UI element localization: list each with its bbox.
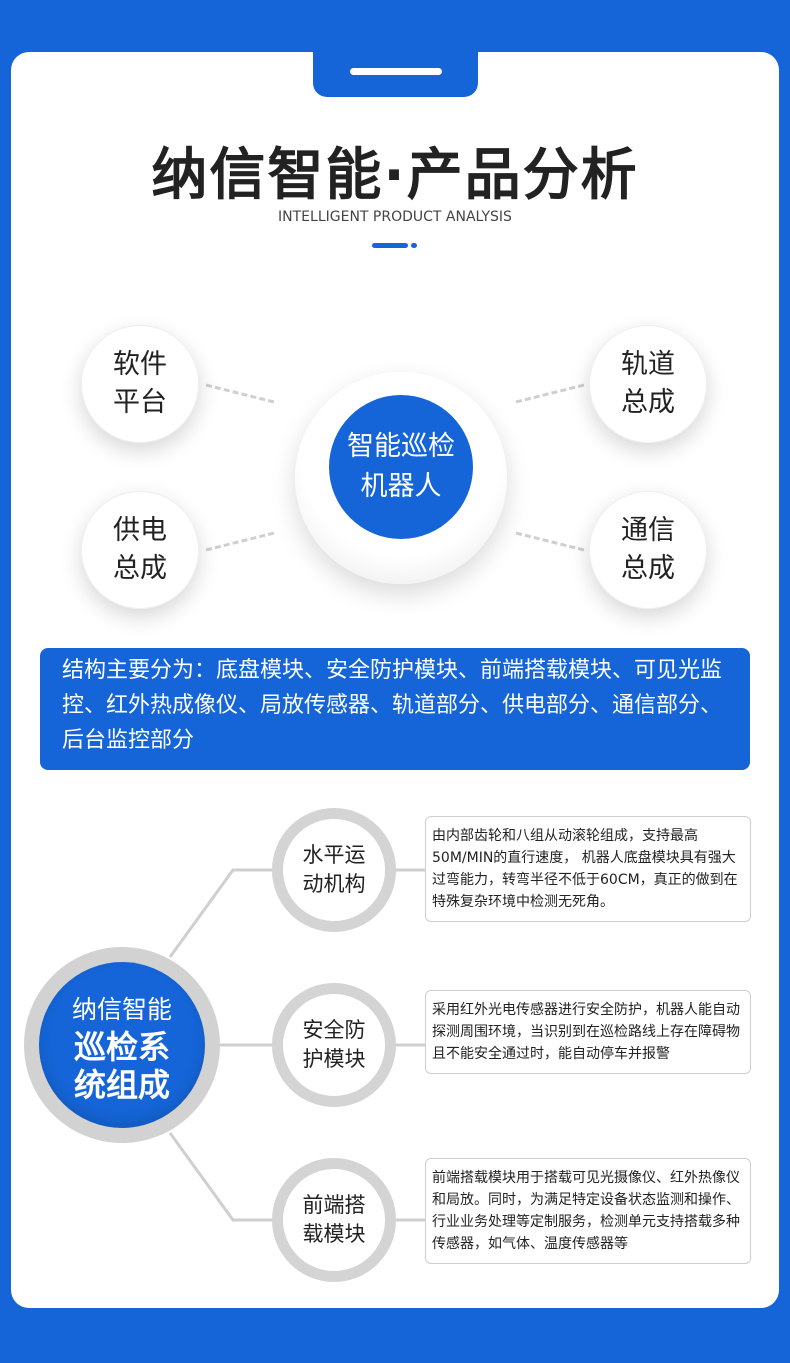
module-desc-frontend: 前端搭载模块用于搭载可见光摄像仪、红外热像仪和局放。同时，为满足特定设备状态监测… <box>425 1158 751 1264</box>
system-center: 纳信智能 巡检系 统组成 <box>39 962 205 1128</box>
feature-circle-power: 供电 总成 <box>81 491 199 609</box>
feature-circle-track: 轨道 总成 <box>589 325 707 443</box>
module-circle-frontend: 前端搭 载模块 <box>272 1158 396 1282</box>
page-subtitle: INTELLIGENT PRODUCT ANALYSIS <box>278 209 512 225</box>
feature-circle-software: 软件 平台 <box>81 325 199 443</box>
system-line1: 纳信智能 <box>71 995 172 1024</box>
module-desc-motion: 由内部齿轮和八组从动滚轮组成，支持最高50M/MIN的直行速度， 机器人底盘模块… <box>425 816 751 922</box>
title-underline-dot <box>411 243 417 248</box>
module-circle-motion: 水平运 动机构 <box>272 808 396 932</box>
system-line2: 巡检系 统组成 <box>73 1028 170 1104</box>
top-tab-bar <box>350 68 442 75</box>
feature-circle-comm: 通信 总成 <box>589 491 707 609</box>
page-title: 纳信智能·产品分析 <box>151 143 639 208</box>
module-circle-safety: 安全防 护模块 <box>272 983 396 1107</box>
title-underline <box>372 243 408 248</box>
structure-description: 结构主要分为：底盘模块、安全防护模块、前端搭载模块、可见光监控、红外热成像仪、局… <box>40 648 750 770</box>
hub-center: 智能巡检 机器人 <box>329 395 473 539</box>
module-desc-safety: 采用红外光电传感器进行安全防护，机器人能自动探测周围环境，当识别到在巡检路线上存… <box>425 990 751 1074</box>
